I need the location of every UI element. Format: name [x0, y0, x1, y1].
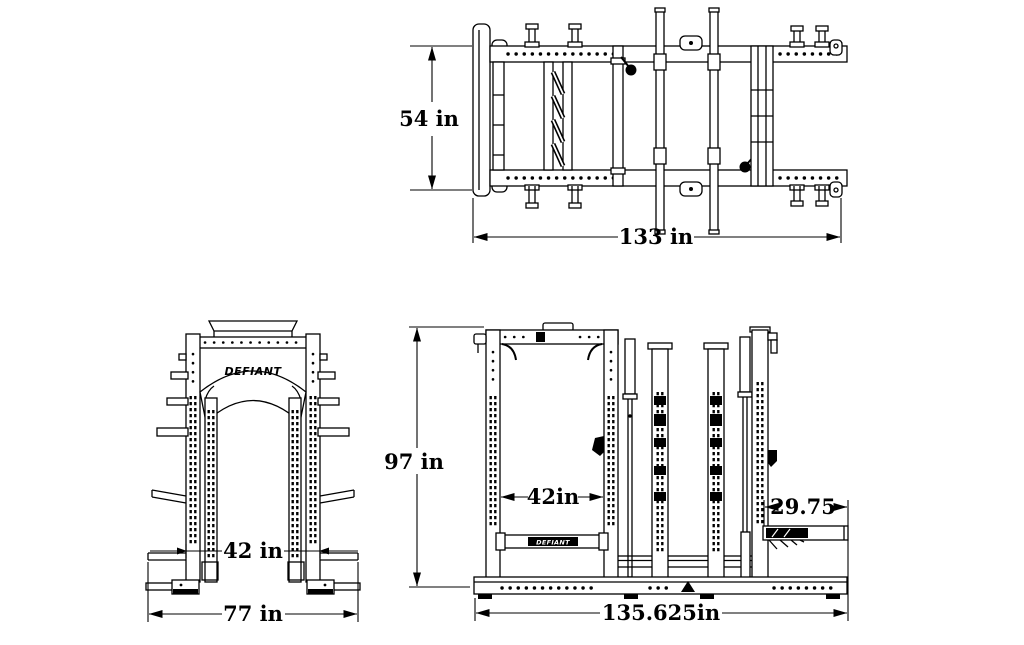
top-depth-dimension: 54 in [399, 45, 472, 191]
j-hook [768, 450, 777, 467]
side-overall-length-dimension-label: 135.625in [602, 600, 720, 625]
front-overall-width-dimension-label: 77 in [223, 601, 283, 626]
side-extension-dimension-label: 29.75 [770, 494, 836, 519]
side-opening-dimension-label: 42in [527, 484, 579, 509]
inner-upright [492, 61, 505, 171]
top-depth-dimension-label: 54 in [399, 106, 459, 131]
stored-barbell [737, 336, 753, 579]
mid-crossmember [610, 45, 626, 187]
storage-post-arm [749, 326, 849, 579]
inner-rail [201, 385, 305, 583]
weight-horns [147, 371, 359, 561]
base-rail [473, 576, 848, 599]
j-hook [767, 332, 778, 341]
top-length-dimension: 133 in [472, 198, 842, 249]
front-width-dimension: 42 in [150, 538, 358, 563]
foot [306, 579, 361, 595]
truss-brace [543, 61, 573, 171]
stored-barbell [622, 338, 638, 578]
storage-pegs [524, 23, 830, 209]
pull-pin-knob [620, 56, 637, 76]
front-view: DEFIANT [145, 320, 361, 626]
top-length-dimension-label: 133 in [619, 224, 693, 249]
storage-post [647, 342, 673, 579]
top-crossbar [190, 320, 316, 351]
storage-post [703, 342, 729, 579]
side-view: 97 in [384, 322, 849, 625]
left-upright [178, 333, 201, 583]
right-frame-member [750, 45, 774, 187]
brand-logo-arch: DEFIANT [225, 365, 283, 378]
side-overall-length-dimension: 135.625in [474, 540, 849, 625]
top-view: 54 in [399, 7, 848, 249]
brand-logo-crossbar: DEFIANT [536, 539, 570, 547]
brand-arch-panel: DEFIANT [199, 365, 307, 424]
front-overall-width-dimension: 77 in [147, 562, 359, 626]
side-height-dimension: 97 in [384, 326, 484, 588]
j-hook [592, 436, 604, 456]
side-extension-dimension: 29.75 [763, 494, 849, 526]
front-width-dimension-label: 42 in [223, 538, 283, 563]
side-height-dimension-label: 97 in [384, 449, 444, 474]
front-bracket [473, 333, 487, 345]
side-opening-dimension: 42in [500, 484, 604, 509]
rail-clamp [679, 35, 703, 197]
brand-crossmember: DEFIANT [495, 532, 609, 551]
right-upright [305, 333, 328, 583]
bottom-rail [489, 169, 848, 187]
cross-bar [653, 7, 667, 235]
main-frame [473, 322, 619, 581]
end-bracket [829, 39, 843, 198]
foot [145, 579, 200, 595]
cross-bar [707, 7, 721, 235]
extension-arm [762, 525, 849, 550]
top-rail [489, 45, 848, 63]
